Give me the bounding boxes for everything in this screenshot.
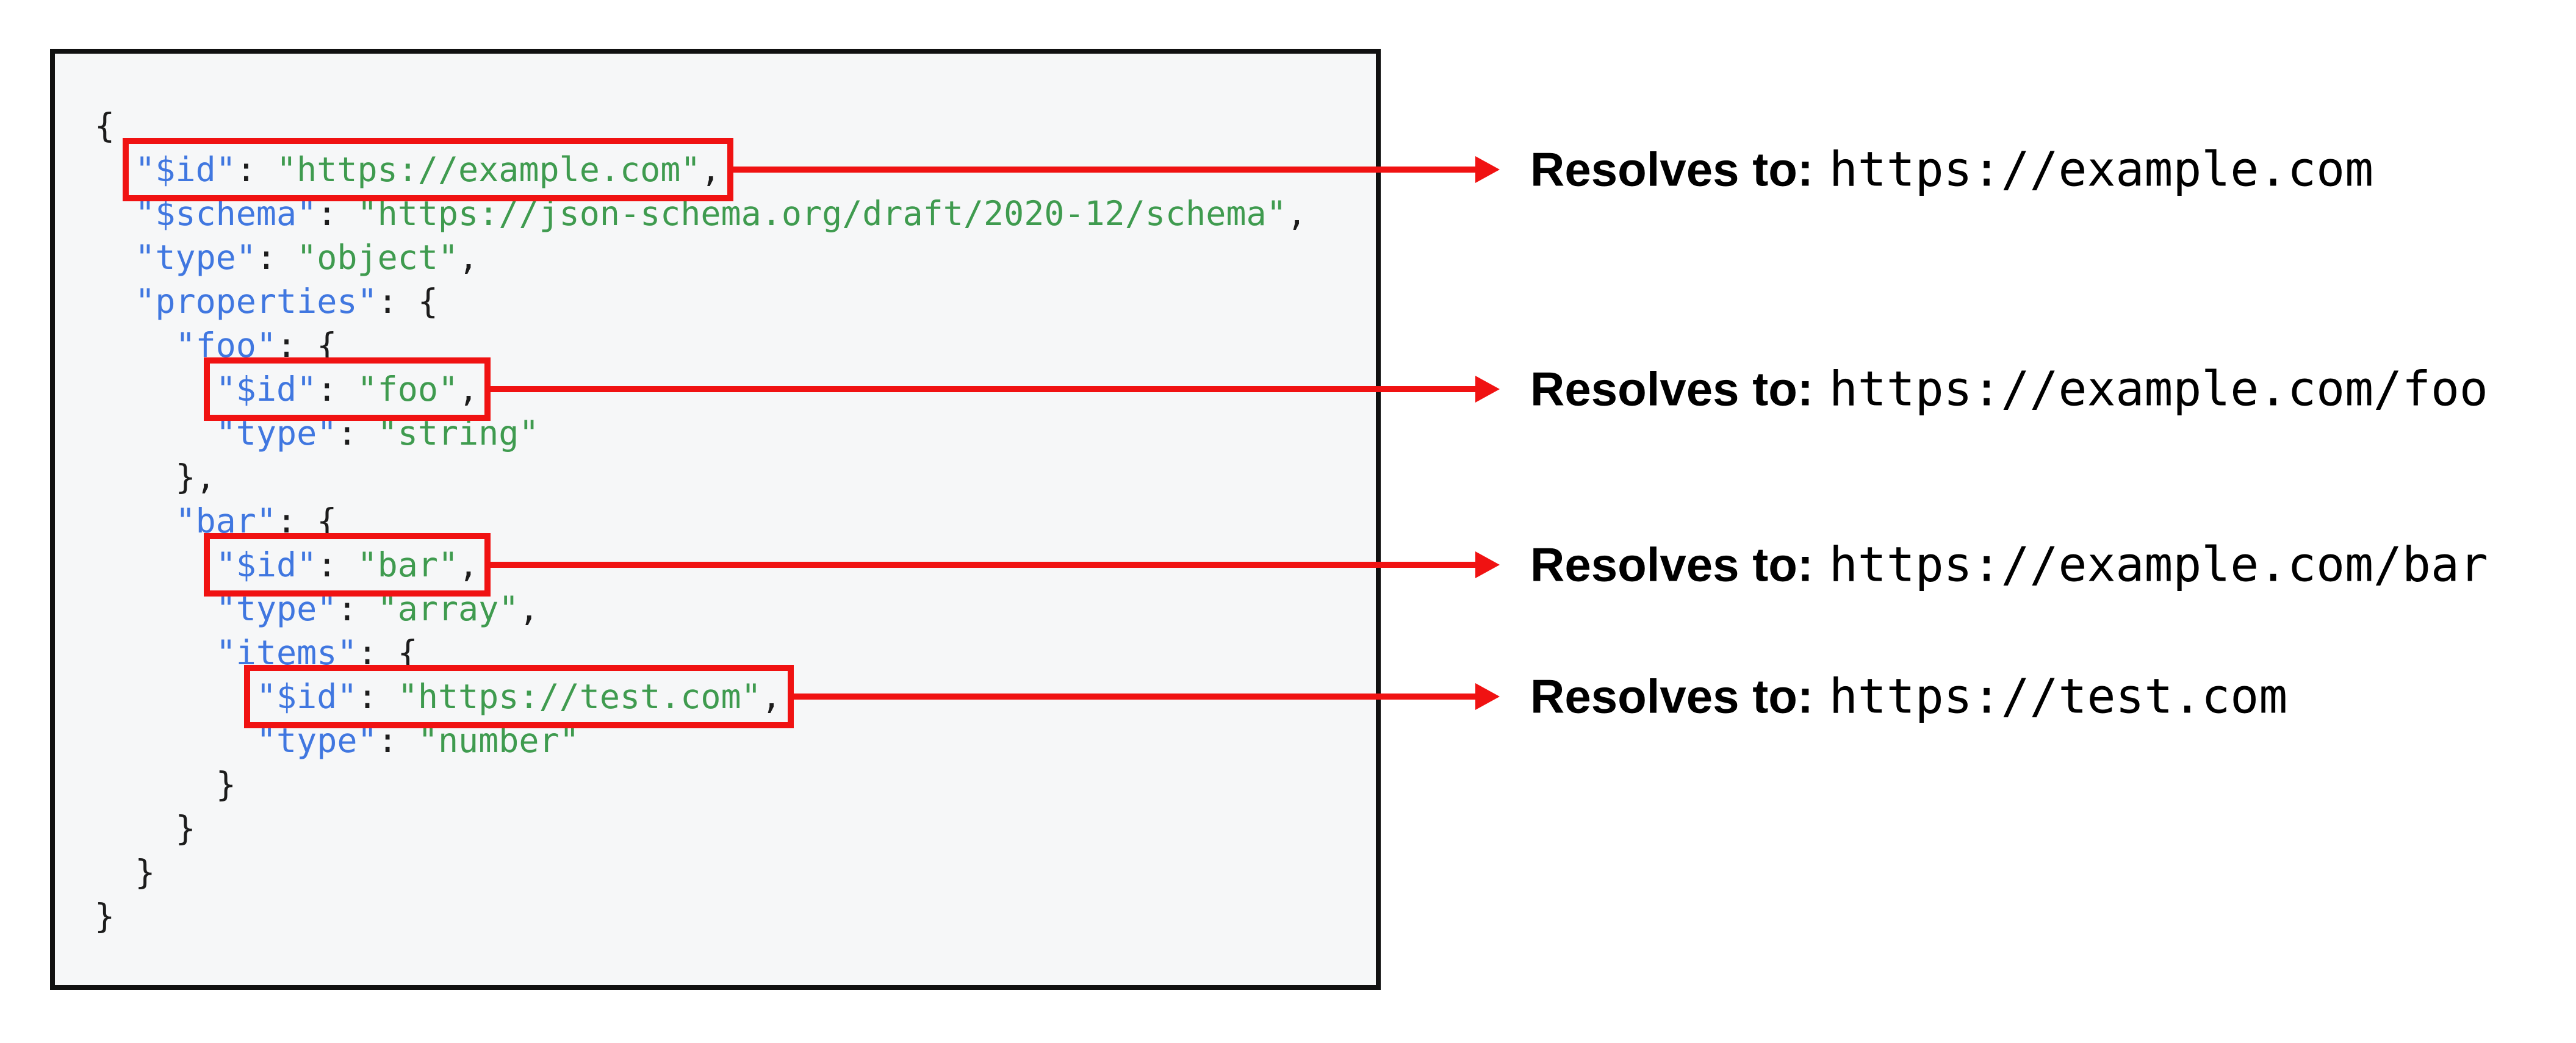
json-punctuation: , <box>1286 194 1307 233</box>
resolves-to-label: Resolves to: <box>1530 142 1813 196</box>
json-key: "$id" <box>215 370 317 409</box>
json-punctuation: : { <box>357 633 418 672</box>
code-line: "type": "array", <box>95 587 1307 631</box>
code-line: "type": "object", <box>95 235 1307 279</box>
code-line: "$id": "https://example.com", <box>95 138 1307 201</box>
resolved-uri: https://example.com/foo <box>1829 362 2488 417</box>
code-line: "$id": "foo", <box>95 357 1307 421</box>
code-line: { <box>95 104 1307 148</box>
json-key: "foo" <box>175 326 277 365</box>
json-string: "object" <box>297 238 459 277</box>
json-punctuation: : <box>337 589 378 628</box>
json-punctuation: : <box>317 545 358 584</box>
resolves-to-label: Resolves to: <box>1530 362 1813 416</box>
json-key: "type" <box>135 238 256 277</box>
json-punctuation: } <box>215 765 236 804</box>
json-string: "string" <box>377 414 539 453</box>
arrow-head-icon <box>1475 683 1500 710</box>
id-highlight-box: "$id": "bar", <box>203 533 491 597</box>
json-punctuation: , <box>761 677 782 716</box>
resolved-uri: https://example.com/bar <box>1829 537 2488 593</box>
resolves-to-label: Resolves to: <box>1530 537 1813 592</box>
json-key: "$id" <box>135 150 236 189</box>
json-punctuation: } <box>135 853 156 892</box>
annotation-test-com: Resolves to: https://test.com <box>1530 669 2287 725</box>
json-string: "https://test.com" <box>397 677 761 716</box>
code-line: "$id": "bar", <box>95 533 1307 597</box>
json-key: "type" <box>215 414 337 453</box>
code-line: "type": "string" <box>95 411 1307 455</box>
json-string: "https://json-schema.org/draft/2020-12/s… <box>357 194 1287 233</box>
json-punctuation: : <box>236 150 277 189</box>
json-string: "bar" <box>357 545 459 584</box>
json-punctuation: : <box>357 677 398 716</box>
json-punctuation: : <box>377 721 418 760</box>
json-string: "foo" <box>357 370 459 409</box>
arrow-connector <box>792 694 1478 700</box>
code-line: "type": "number" <box>95 719 1307 762</box>
code-line: "bar": { <box>95 499 1307 543</box>
json-key: "items" <box>215 633 358 672</box>
json-key: "$id" <box>256 677 358 716</box>
id-highlight-box: "$id": "foo", <box>203 357 491 421</box>
arrow-head-icon <box>1475 156 1500 183</box>
code-line: "$id": "https://test.com", <box>95 665 1307 728</box>
resolved-uri: https://example.com <box>1829 142 2374 198</box>
json-punctuation: : { <box>377 282 438 321</box>
arrow-connector <box>732 167 1478 173</box>
id-highlight-box: "$id": "https://example.com", <box>123 138 733 201</box>
json-punctuation: , <box>700 150 721 189</box>
json-string: "number" <box>417 721 580 760</box>
json-string: "https://example.com" <box>276 150 701 189</box>
json-schema-code-box <box>50 49 1381 990</box>
id-highlight-box: "$id": "https://test.com", <box>243 665 794 728</box>
json-key: "properties" <box>135 282 378 321</box>
json-punctuation: : <box>317 370 358 409</box>
code-line: "items": { <box>95 631 1307 675</box>
arrow-head-icon <box>1475 376 1500 403</box>
json-key: "type" <box>256 721 378 760</box>
annotation-example-com-bar: Resolves to: https://example.com/bar <box>1530 537 2488 593</box>
json-string: "array" <box>377 589 519 628</box>
code-line: } <box>95 850 1307 894</box>
json-punctuation: , <box>458 370 479 409</box>
code-line: "foo": { <box>95 323 1307 367</box>
json-key: "$schema" <box>135 194 317 233</box>
json-punctuation: : { <box>276 501 337 540</box>
json-punctuation: , <box>458 545 479 584</box>
arrow-connector <box>489 386 1478 392</box>
code-line: }, <box>95 455 1307 499</box>
resolves-to-label: Resolves to: <box>1530 669 1813 723</box>
json-key: "$id" <box>215 545 317 584</box>
annotation-example-com: Resolves to: https://example.com <box>1530 142 2373 198</box>
code-block: { "$id": "https://example.com", "$schema… <box>95 104 1307 938</box>
json-key: "type" <box>215 589 337 628</box>
json-punctuation: : <box>256 238 297 277</box>
arrow-head-icon <box>1475 551 1500 578</box>
json-punctuation: : <box>337 414 378 453</box>
json-punctuation: { <box>95 106 115 145</box>
json-key: "bar" <box>175 501 277 540</box>
json-punctuation: , <box>458 238 479 277</box>
json-punctuation: : { <box>276 326 337 365</box>
json-punctuation: , <box>519 589 539 628</box>
code-line: } <box>95 806 1307 850</box>
json-punctuation: : <box>317 194 358 233</box>
resolved-uri: https://test.com <box>1829 669 2288 725</box>
arrow-connector <box>489 562 1478 568</box>
code-line: "properties": { <box>95 279 1307 323</box>
json-punctuation: }, <box>175 457 216 496</box>
code-line: } <box>95 762 1307 806</box>
code-line: } <box>95 894 1307 938</box>
annotation-example-com-foo: Resolves to: https://example.com/foo <box>1530 362 2488 417</box>
json-punctuation: } <box>175 809 196 848</box>
code-line: "$schema": "https://json-schema.org/draf… <box>95 192 1307 235</box>
json-punctuation: } <box>95 897 115 936</box>
